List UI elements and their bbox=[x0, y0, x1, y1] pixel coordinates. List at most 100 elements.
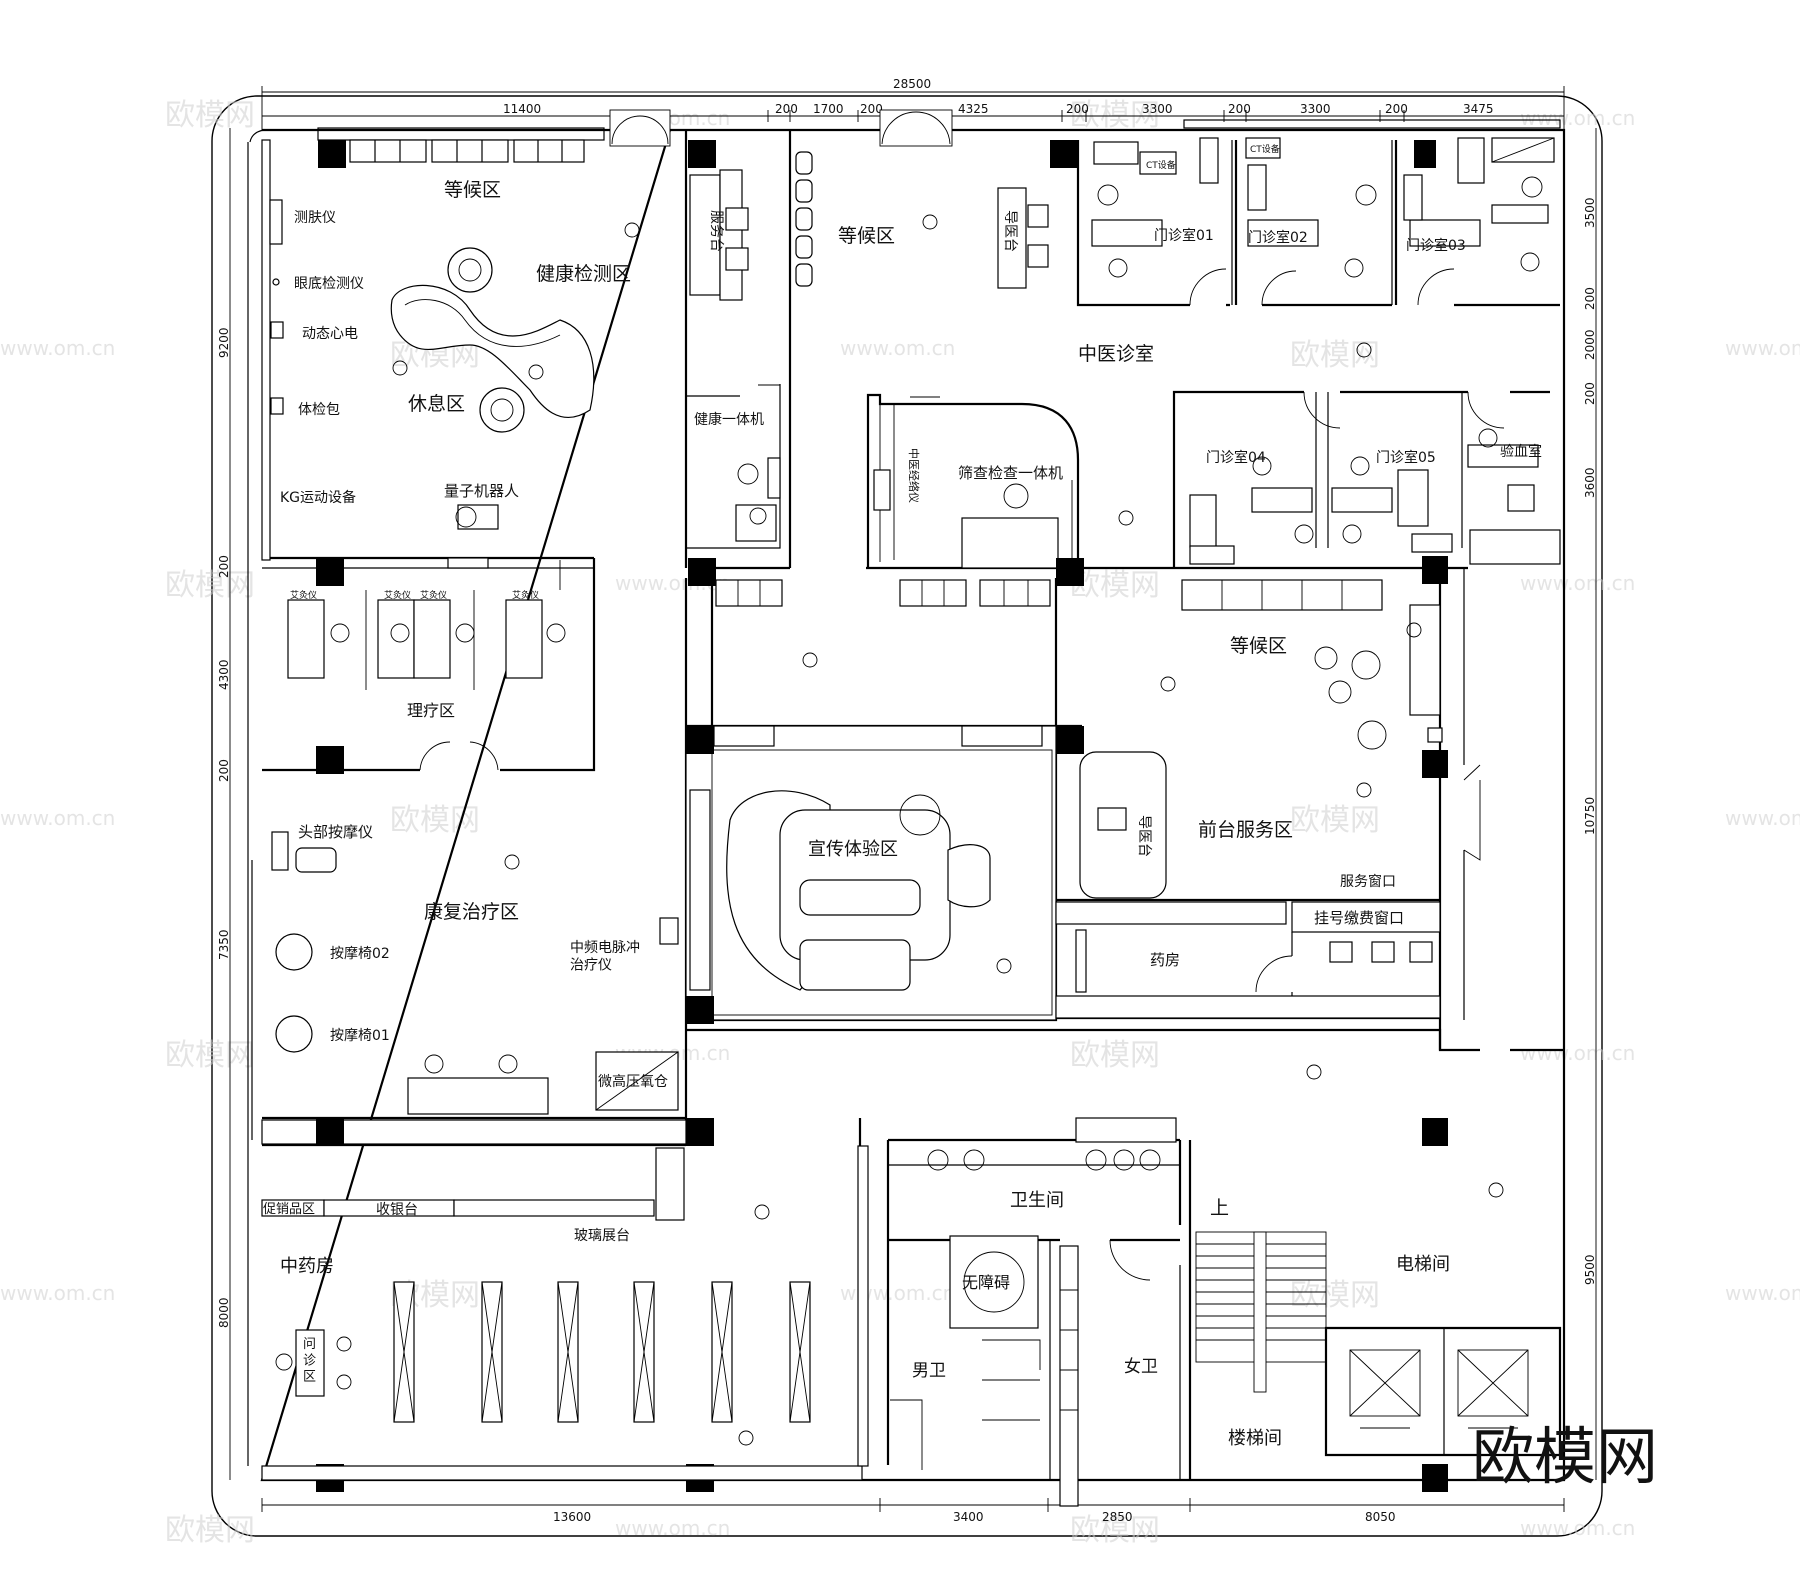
label-clinic-02: 门诊室02 bbox=[1248, 229, 1308, 246]
watermark: 欧模网 bbox=[165, 1513, 255, 1548]
logo-watermark: 欧模网 bbox=[1472, 1420, 1658, 1493]
entrance-door[interactable] bbox=[609, 109, 671, 147]
label-glass-display: 玻璃展台 bbox=[574, 1227, 630, 1244]
label-moxibustion: 艾灸仪 bbox=[420, 589, 447, 601]
dim-left: 200 bbox=[217, 759, 231, 782]
watermark-site: www.om.cn bbox=[615, 1516, 730, 1540]
waiting-chairs-2 bbox=[795, 151, 813, 287]
label-register-window: 挂号缴费窗口 bbox=[1314, 909, 1404, 927]
label-up: 上 bbox=[1210, 1197, 1229, 1219]
dim-bottom: 8050 bbox=[1365, 1510, 1396, 1524]
watermark-site: www.om.cn bbox=[840, 1281, 955, 1305]
dim-bottom: 3400 bbox=[953, 1510, 984, 1524]
label-service-window: 服务窗口 bbox=[1340, 873, 1396, 890]
curved-sofa bbox=[390, 284, 595, 418]
label-moxibustion: 艾灸仪 bbox=[290, 589, 317, 601]
label-clinic-01: 门诊室01 bbox=[1154, 227, 1214, 244]
room-tcm-pharmacy: 中药房 bbox=[280, 1256, 334, 1277]
label-consult: 问诊区 bbox=[303, 1337, 316, 1385]
clinic-rooms-top bbox=[1076, 137, 1560, 307]
label-ct-device: CT设备 bbox=[1146, 159, 1176, 171]
watermark: 欧模网 bbox=[1070, 1513, 1160, 1548]
physio-area bbox=[287, 557, 716, 774]
label-exam-bag: 体检包 bbox=[298, 402, 340, 418]
label-screening: 筛查检查一体机 bbox=[958, 464, 1063, 482]
label-fundus: 眼底检测仪 bbox=[294, 276, 364, 292]
dim-top: 3300 bbox=[1300, 102, 1331, 116]
watermark-site: www.om.cn bbox=[840, 336, 955, 360]
service-desk bbox=[689, 169, 749, 301]
dim-right: 10750 bbox=[1583, 797, 1597, 835]
watermark-site: www.om.cn bbox=[1520, 571, 1635, 595]
promo-block bbox=[685, 725, 1084, 1024]
dim-right: 3600 bbox=[1583, 467, 1597, 498]
shelf-cross bbox=[393, 1281, 811, 1423]
label-massage-01: 按摩椅01 bbox=[330, 1027, 390, 1044]
dim-left: 9200 bbox=[217, 327, 231, 358]
watermark-site: www.om.cn bbox=[1520, 106, 1635, 130]
people-markers bbox=[392, 214, 1504, 1446]
watermark-site: www.om.cn bbox=[0, 806, 115, 830]
label-accessible: 无障碍 bbox=[962, 1273, 1010, 1292]
room-female: 女卫 bbox=[1124, 1357, 1158, 1377]
watermark: 欧模网 bbox=[1290, 338, 1380, 373]
label-quantum-robot: 量子机器人 bbox=[444, 482, 519, 500]
elevators bbox=[1349, 1349, 1529, 1429]
label-oxygen: 微高压氧仓 bbox=[598, 1073, 668, 1090]
label-promo-goods: 促销品区 bbox=[263, 1202, 315, 1217]
room-waiting-3: 等候区 bbox=[1230, 635, 1287, 657]
room-front-service: 前台服务区 bbox=[1198, 819, 1293, 841]
room-rest: 休息区 bbox=[408, 393, 465, 415]
robot-box bbox=[457, 504, 499, 530]
dim-top: 200 bbox=[860, 102, 883, 116]
watermark: 欧模网 bbox=[390, 803, 480, 838]
label-head-massager: 头部按摩仪 bbox=[298, 823, 373, 841]
dim-left: 200 bbox=[217, 555, 231, 578]
dim-top: 1700 bbox=[813, 102, 844, 116]
label-cashier: 收银台 bbox=[376, 1202, 418, 1218]
dim-left: 4300 bbox=[217, 659, 231, 690]
room-tcm-clinic: 中医诊室 bbox=[1078, 343, 1154, 365]
label-clinic-05: 门诊室05 bbox=[1376, 449, 1436, 466]
watermark: 欧模网 bbox=[165, 1038, 255, 1073]
instrument-wall bbox=[261, 139, 284, 561]
label-guide-desk-1: 导医台 bbox=[1002, 210, 1018, 252]
watermark: 欧模网 bbox=[1290, 1278, 1380, 1313]
screening-room bbox=[866, 393, 1080, 569]
rehab-area bbox=[271, 831, 679, 1115]
room-toilet: 卫生间 bbox=[1010, 1190, 1064, 1211]
dim-top: 3300 bbox=[1142, 102, 1173, 116]
label-ct-device: CT设备 bbox=[1250, 143, 1280, 155]
label-guide-desk-2: 导医台 bbox=[1136, 815, 1152, 857]
watermark-site: www.om.cn bbox=[0, 336, 115, 360]
dim-top: 200 bbox=[775, 102, 798, 116]
dim-right: 200 bbox=[1583, 382, 1597, 405]
column bbox=[1050, 140, 1078, 168]
room-elevator: 电梯间 bbox=[1396, 1254, 1450, 1275]
watermark-site: www.om.cn bbox=[1520, 1041, 1635, 1065]
dim-left: 8000 bbox=[217, 1297, 231, 1328]
dim-top: 11400 bbox=[503, 102, 541, 116]
exterior-walls bbox=[247, 119, 1566, 1482]
label-pulse-device: 中频电脉冲治疗仪 bbox=[570, 940, 640, 974]
watermark: 欧模网 bbox=[165, 568, 255, 603]
label-moxibustion: 艾灸仪 bbox=[512, 589, 539, 601]
label-kg-sport: KG运动设备 bbox=[280, 489, 356, 506]
watermark-site: www.om.cn bbox=[1725, 336, 1800, 360]
guide-desk-1 bbox=[997, 187, 1049, 289]
room-rehab: 康复治疗区 bbox=[424, 901, 519, 923]
label-clinic-04: 门诊室04 bbox=[1206, 449, 1266, 466]
entrance-door[interactable] bbox=[879, 109, 953, 147]
dim-top: 3475 bbox=[1463, 102, 1494, 116]
dim-right: 2000 bbox=[1583, 329, 1597, 360]
room-male: 男卫 bbox=[912, 1361, 946, 1381]
room-waiting-1: 等候区 bbox=[444, 179, 501, 201]
center-waiting bbox=[715, 558, 1084, 607]
watermark-site: www.om.cn bbox=[0, 1281, 115, 1305]
round-table bbox=[447, 247, 493, 293]
watermark: 欧模网 bbox=[1290, 803, 1380, 838]
dim-top: 200 bbox=[1066, 102, 1089, 116]
outer-frame bbox=[211, 95, 1603, 1537]
dim-right: 9500 bbox=[1583, 1254, 1597, 1285]
